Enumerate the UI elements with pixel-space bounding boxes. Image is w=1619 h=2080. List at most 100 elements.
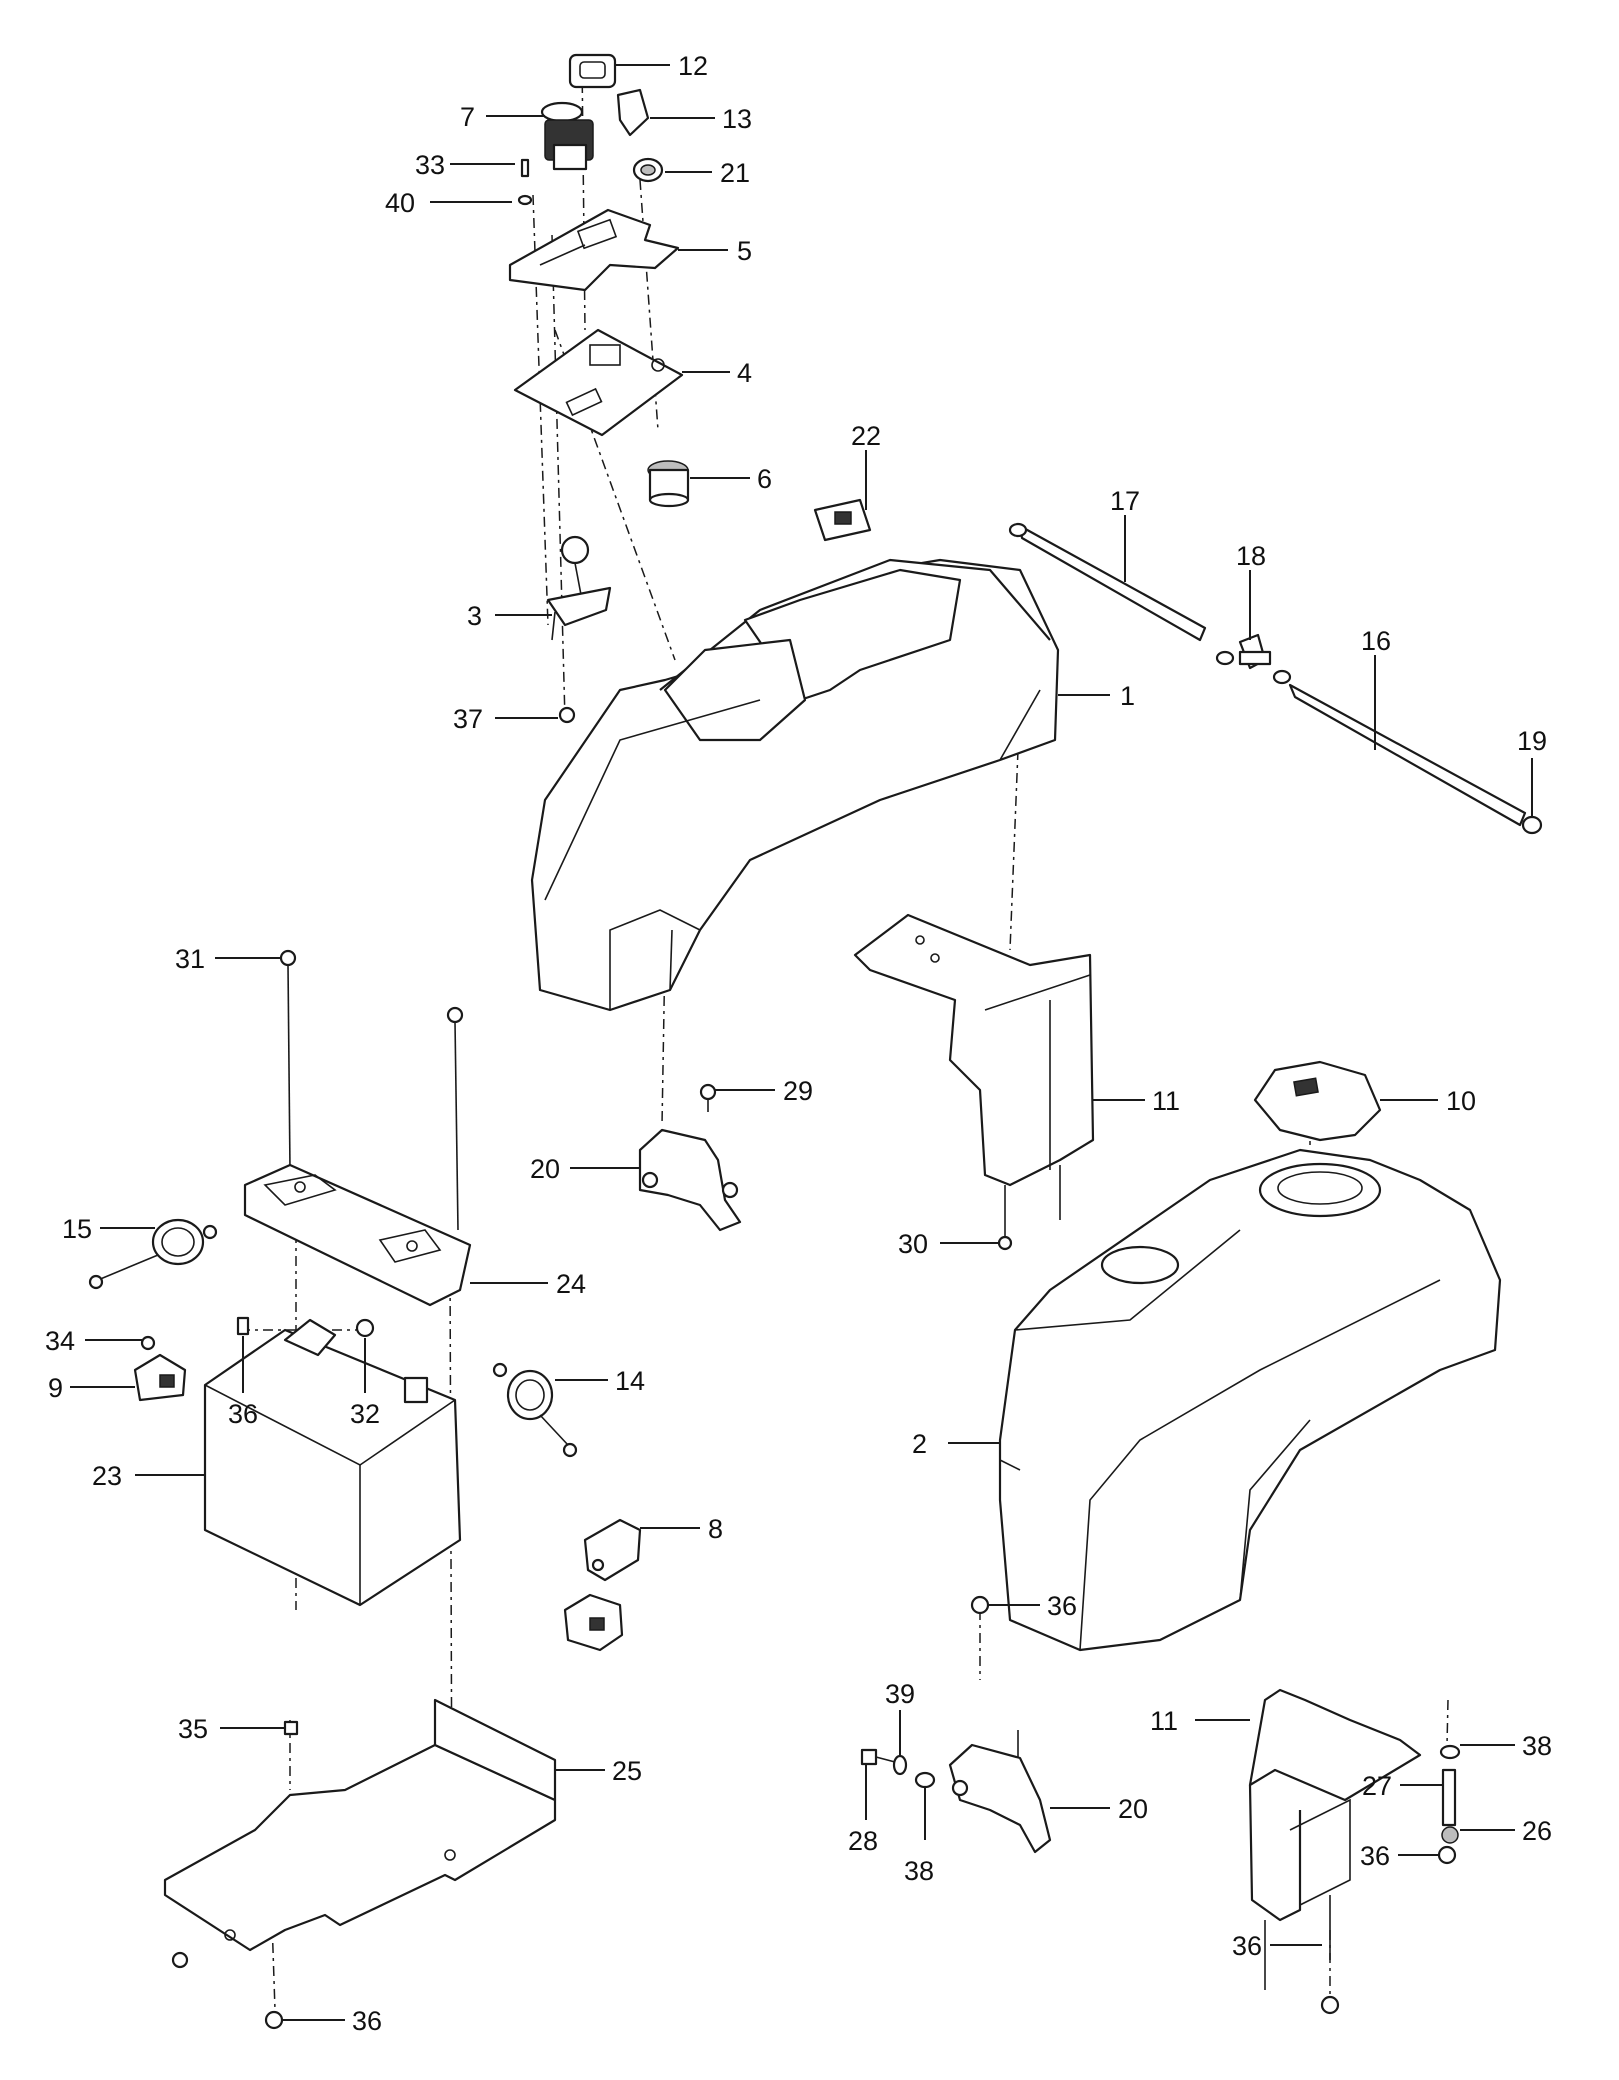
key-13 — [616, 88, 650, 137]
callout-35-label: 35 — [178, 1714, 208, 1744]
nut-36-e — [264, 2010, 284, 2030]
callout-27-label: 27 — [1362, 1771, 1392, 1801]
callout-36-a-label: 36 — [228, 1399, 258, 1429]
callout-2-label: 2 — [912, 1429, 927, 1459]
switch-8 — [583, 1518, 642, 1582]
callout-26: 26 — [1460, 1816, 1552, 1846]
callout-24: 24 — [470, 1269, 586, 1299]
callout-38-b-label: 38 — [904, 1856, 934, 1886]
washer-39 — [892, 1754, 908, 1776]
nut-tray-left — [171, 1951, 189, 1969]
callout-21-label: 21 — [720, 158, 750, 188]
callout-17: 17 — [1110, 486, 1140, 582]
callout-27: 27 — [1362, 1771, 1443, 1801]
callout-39: 39 — [885, 1679, 915, 1756]
screw-30 — [997, 1235, 1013, 1251]
callout-7: 7 — [460, 102, 545, 132]
callout-26-label: 26 — [1522, 1816, 1552, 1846]
callout-15-label: 15 — [62, 1214, 92, 1244]
nut-36-d — [1320, 1995, 1340, 2015]
fuel-tank-2 — [998, 1148, 1502, 1652]
long-bolt-right — [446, 1006, 464, 1231]
fuel-line-16 — [1288, 683, 1527, 827]
nut-36-b — [970, 1595, 990, 1615]
nut-37 — [558, 706, 576, 724]
callout-34: 34 — [45, 1326, 142, 1356]
callout-33-label: 33 — [415, 150, 445, 180]
fuel-line-17 — [1008, 522, 1207, 642]
callout-11-lower-label: 11 — [1150, 1706, 1178, 1736]
callout-22-label: 22 — [851, 421, 881, 451]
callout-35: 35 — [178, 1714, 284, 1744]
callout-18: 18 — [1236, 541, 1266, 640]
callout-17-label: 17 — [1110, 486, 1140, 516]
callout-25: 25 — [555, 1756, 642, 1786]
callout-14-label: 14 — [615, 1366, 645, 1396]
callout-31: 31 — [175, 944, 281, 974]
fuel-cap-10 — [1253, 1060, 1382, 1142]
callout-9: 9 — [48, 1373, 135, 1403]
callout-36-b: 36 — [988, 1591, 1077, 1621]
callout-5-label: 5 — [737, 236, 752, 266]
callout-13: 13 — [650, 104, 752, 134]
callout-33: 33 — [415, 150, 515, 180]
callout-8: 8 — [640, 1514, 723, 1544]
callout-24-label: 24 — [556, 1269, 586, 1299]
pto-switch-7 — [540, 101, 594, 171]
callout-36-a: 36 — [228, 1336, 258, 1429]
callout-11-upper-label: 11 — [1152, 1086, 1180, 1116]
callout-23: 23 — [92, 1461, 205, 1491]
callout-36-e-label: 36 — [352, 2006, 382, 2036]
callout-37-label: 37 — [453, 704, 483, 734]
relay-9 — [133, 1353, 187, 1402]
relay-lower — [563, 1593, 624, 1652]
callout-9-label: 9 — [48, 1373, 63, 1403]
callout-31-label: 31 — [175, 944, 205, 974]
washer-38-b — [1439, 1744, 1461, 1760]
bracket-11-upper — [853, 913, 1095, 1240]
battery-23 — [203, 1318, 462, 1607]
callout-39-label: 39 — [885, 1679, 915, 1709]
bolt-32 — [355, 1318, 375, 1338]
callout-5: 5 — [678, 236, 752, 266]
callout-36-b-label: 36 — [1047, 1591, 1077, 1621]
callout-4-label: 4 — [737, 358, 752, 388]
bracket-11-lower — [1248, 1688, 1422, 1990]
callout-32: 32 — [350, 1338, 380, 1429]
bracket-20-lower — [948, 1730, 1052, 1854]
callout-29-label: 29 — [783, 1076, 813, 1106]
washer-38-a — [914, 1771, 936, 1789]
callout-20-upper: 20 — [530, 1154, 640, 1184]
callout-38-a-label: 38 — [1522, 1731, 1552, 1761]
callout-12-label: 12 — [678, 51, 708, 81]
callout-7-label: 7 — [460, 102, 475, 132]
callout-2: 2 — [912, 1429, 1000, 1459]
callout-11-upper: 11 — [1093, 1086, 1180, 1116]
callout-32-label: 32 — [350, 1399, 380, 1429]
callout-28: 28 — [848, 1764, 878, 1856]
callout-20-lower: 20 — [1050, 1794, 1148, 1824]
callout-16: 16 — [1361, 626, 1391, 750]
screw-34 — [140, 1335, 156, 1351]
callout-29: 29 — [715, 1076, 813, 1106]
washer-40 — [517, 194, 533, 206]
callout-11-lower: 11 — [1150, 1706, 1250, 1736]
callout-4: 4 — [682, 358, 752, 388]
callout-1: 1 — [1058, 681, 1135, 711]
callout-30-label: 30 — [898, 1229, 928, 1259]
nut-35 — [283, 1720, 299, 1736]
callout-19: 19 — [1517, 726, 1547, 818]
callout-21: 21 — [665, 158, 750, 188]
callout-28-label: 28 — [848, 1826, 878, 1856]
callout-30: 30 — [898, 1229, 998, 1259]
cable-15 — [88, 1218, 218, 1290]
callout-3: 3 — [467, 601, 552, 631]
callout-34-label: 34 — [45, 1326, 75, 1356]
callout-3-label: 3 — [467, 601, 482, 631]
throttle-control-3 — [546, 535, 612, 641]
cable-14 — [492, 1362, 578, 1458]
callout-18-label: 18 — [1236, 541, 1266, 571]
callout-15: 15 — [62, 1214, 155, 1244]
callout-36-e: 36 — [282, 2006, 382, 2036]
